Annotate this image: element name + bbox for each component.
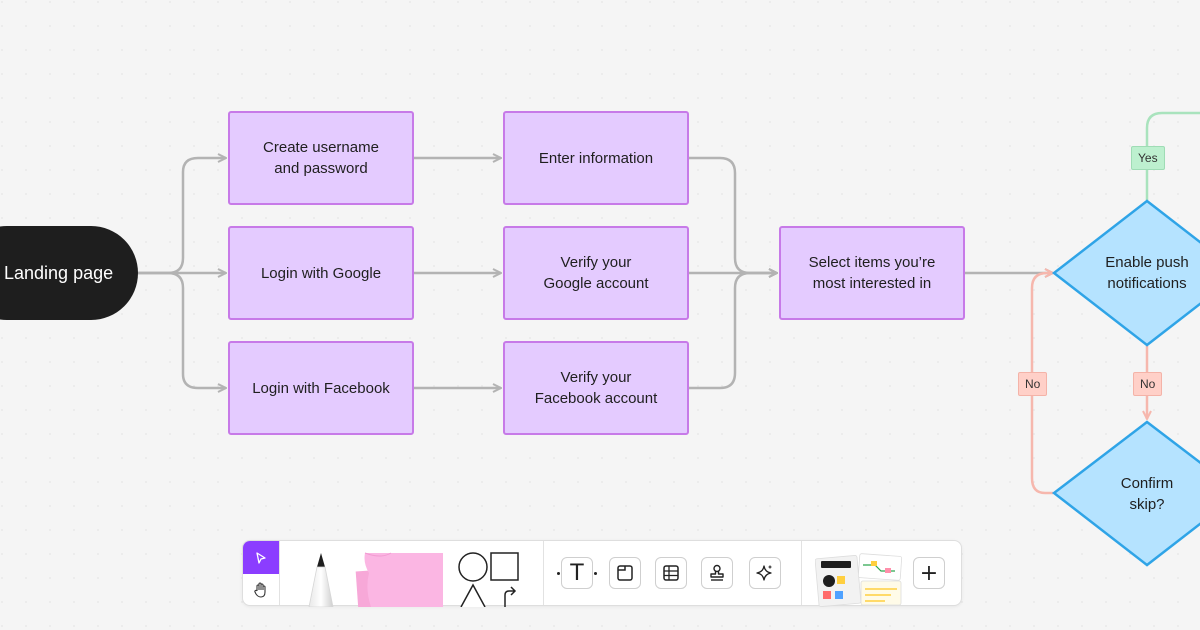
text-icon: T [570,560,584,586]
verify-google-node[interactable]: Verify your Google account [503,226,689,320]
table-icon [663,565,679,581]
sticky-note-tool[interactable] [351,549,447,612]
decision-diamond-confirm [1051,420,1200,567]
text-tool-handle-left [557,572,560,575]
node-label: Login with Google [260,264,382,282]
templates-icon [814,553,903,607]
login-google-node[interactable]: Login with Google [228,226,414,320]
pen-icon [308,553,334,608]
connector-yes [1145,111,1200,200]
sticky-note-icon [355,552,443,612]
enable-push-label: Enable push notifications [1105,254,1189,292]
landing-page-node[interactable]: Landing page [0,226,138,320]
stamp-tool[interactable] [701,557,733,589]
landing-page-label: Landing page [4,262,114,283]
templates-tool[interactable] [814,551,905,607]
node-label: Verify your Facebook account [534,369,658,407]
frame-icon [617,565,633,581]
table-tool[interactable] [655,557,687,589]
connector-start-create [138,158,226,275]
node-label: Create username and password [263,139,379,177]
node-label: Select items you’re most interested in [808,254,936,292]
hand-tool[interactable] [243,574,279,606]
verify-facebook-node[interactable]: Verify your Facebook account [503,341,689,435]
add-more-button[interactable]: + [913,557,945,589]
connector-start-facebook [138,271,226,388]
toolbar-divider [279,541,280,605]
toolbar-divider [801,541,802,605]
creation-toolbar: T [242,540,962,612]
stamp-icon [710,564,724,581]
yes-tag: Yes [1131,146,1165,170]
frame-tool[interactable] [609,557,641,589]
connector-enter-merge [689,156,777,273]
select-items-node[interactable]: Select items you’re most interested in [779,226,965,320]
decision-diamond-push [1051,199,1200,347]
select-tool[interactable] [243,541,279,574]
text-tool[interactable]: T [561,557,593,589]
sparkle-icon [756,565,772,581]
plus-icon: + [919,560,939,586]
pen-tool[interactable] [299,549,343,608]
login-facebook-node[interactable]: Login with Facebook [228,341,414,435]
node-label: Enter information [538,149,654,167]
no-tag-down: No [1133,372,1163,396]
node-label: Login with Facebook [252,379,390,397]
hand-icon [254,582,266,598]
select-pointer-icon [256,551,266,564]
create-username-node[interactable]: Create username and password [228,111,414,205]
shapes-tool[interactable] [455,549,525,608]
confirm-skip-label: Confirm skip? [1120,475,1174,513]
node-label: Verify your Google account [543,254,649,292]
text-tool-handle-right [594,572,597,575]
shapes-icon [458,552,519,608]
ai-assist-tool[interactable] [749,557,781,589]
toolbar-divider [543,541,544,605]
no-tag-loop: No [1018,372,1048,396]
enter-information-node[interactable]: Enter information [503,111,689,205]
connector-verifyfacebook-merge [689,273,777,390]
